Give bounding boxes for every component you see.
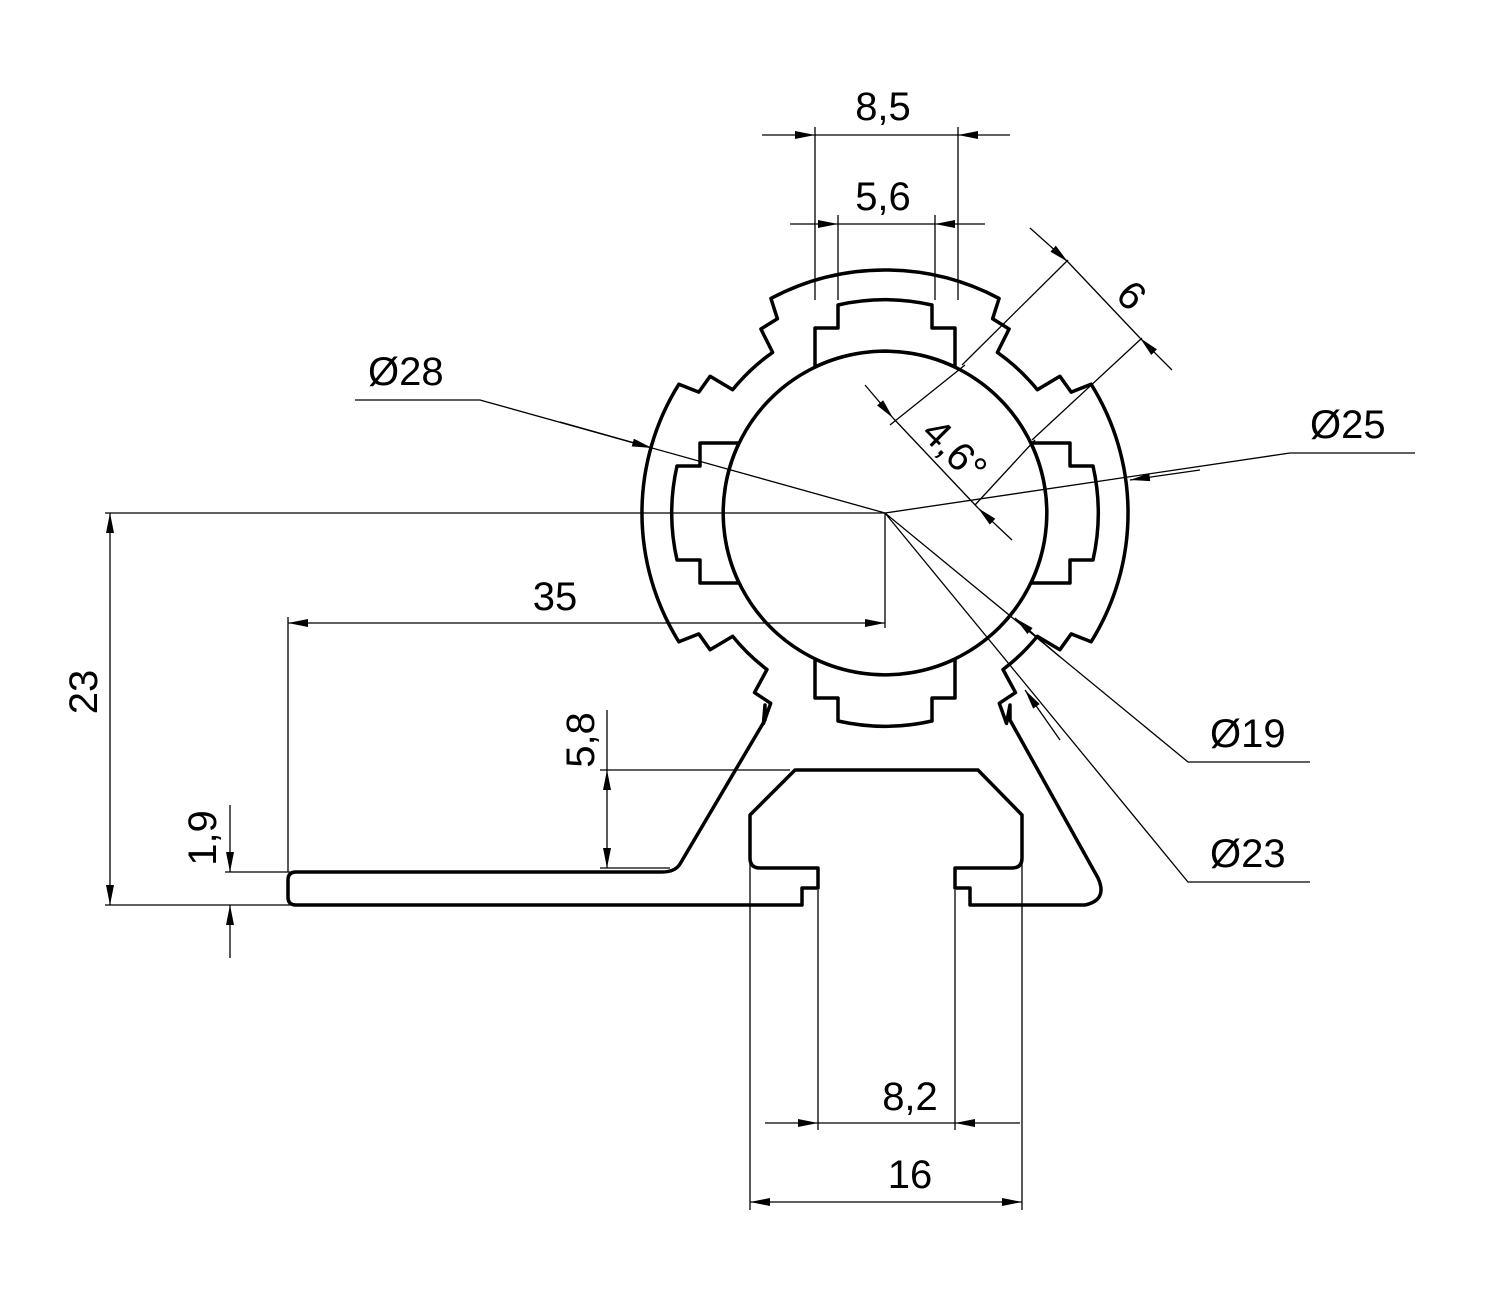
dimension-diameter-19: Ø19 [884, 512, 1310, 763]
dimension-1-9: 1,9 [181, 805, 290, 958]
dimension-8-2: 8,2 [765, 890, 1020, 1130]
dim-label: 5,8 [559, 712, 603, 768]
dim-label: 35 [533, 575, 578, 619]
dimension-8-5: 8,5 [762, 85, 1010, 300]
dimension-5-8: 5,8 [559, 710, 790, 869]
dim-label: Ø19 [1210, 712, 1286, 756]
dim-label: 16 [888, 1153, 933, 1197]
dimension-diameter-28: Ø28 [355, 350, 886, 514]
dimension-diameter-23: Ø23 [884, 512, 1310, 883]
dim-label: 23 [62, 670, 106, 715]
dim-label: 5,6 [855, 175, 911, 219]
dim-label: Ø28 [368, 350, 444, 394]
dimension-5-6: 5,6 [790, 175, 985, 300]
dim-label: Ø25 [1310, 403, 1386, 447]
dimension-16: 16 [749, 860, 1023, 1210]
dim-label: 8,2 [882, 1075, 938, 1119]
dimension-35: 35 [287, 513, 886, 872]
dimension-diameter-25: Ø25 [884, 403, 1415, 514]
dim-label: Ø23 [1210, 832, 1286, 876]
dimension-23: 23 [62, 512, 885, 906]
dim-label: 8,5 [855, 85, 911, 129]
dim-label: 1,9 [181, 810, 225, 866]
